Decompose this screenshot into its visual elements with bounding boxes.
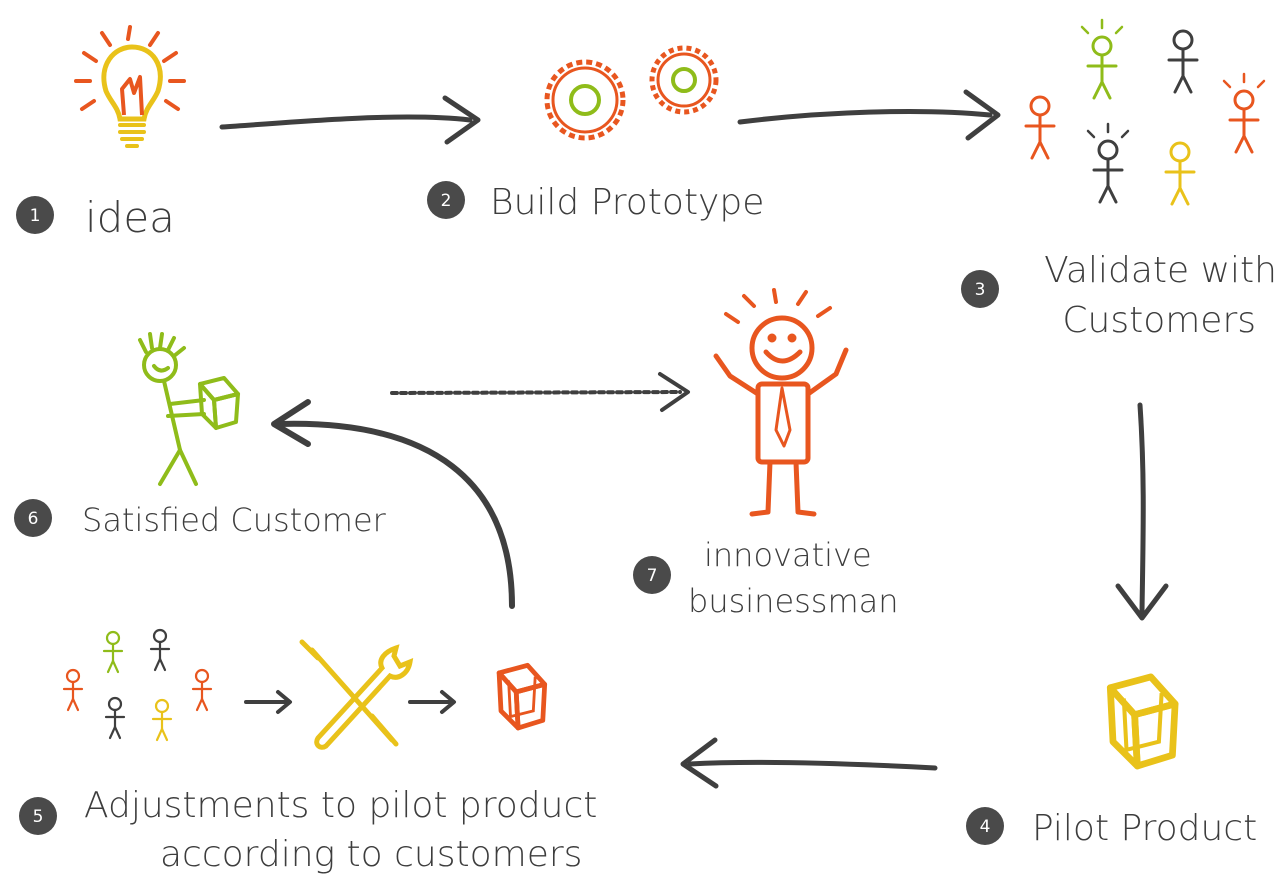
step-badge-6: 6 bbox=[14, 499, 52, 537]
dotted-arrow-6-to-7 bbox=[390, 372, 690, 412]
arrow-1-to-2 bbox=[219, 95, 481, 145]
step-label-pilot-product: Pilot Product bbox=[1032, 808, 1257, 849]
customers-group-icon bbox=[1024, 18, 1266, 206]
step-label-satisfied-customer: Satisfied Customer bbox=[82, 501, 387, 539]
cube-icon bbox=[1110, 677, 1175, 766]
svg-text:3: 3 bbox=[975, 280, 986, 300]
svg-text:1: 1 bbox=[30, 206, 41, 226]
tools-icon bbox=[299, 639, 414, 750]
svg-text:6: 6 bbox=[28, 509, 39, 529]
step-label-validate-line1: Validate with bbox=[1044, 250, 1277, 291]
arrow-4-to-5 bbox=[680, 737, 938, 789]
step-badge-4: 4 bbox=[966, 807, 1004, 845]
step-badge-3: 3 bbox=[961, 270, 999, 308]
svg-text:7: 7 bbox=[647, 566, 658, 586]
arrow-3-to-4 bbox=[1115, 402, 1169, 621]
arrow-2-to-3 bbox=[737, 89, 1001, 141]
step-label-adjustments-line2: according to customers bbox=[160, 834, 582, 875]
businessman-icon bbox=[713, 288, 849, 517]
step-badge-5: 5 bbox=[19, 797, 57, 835]
step-label-build-prototype: Build Prototype bbox=[490, 182, 764, 223]
svg-text:5: 5 bbox=[33, 807, 44, 827]
step-label-idea: idea bbox=[85, 193, 175, 242]
lightbulb-icon bbox=[74, 25, 186, 148]
small-arrow-icon bbox=[244, 690, 456, 714]
step-badge-7: 7 bbox=[633, 556, 671, 594]
step-badge-2: 2 bbox=[427, 181, 465, 219]
small-customers-group-icon bbox=[62, 628, 213, 742]
step-label-innovative-line1: innovative bbox=[704, 536, 872, 574]
arrow-5-to-6 bbox=[271, 399, 515, 609]
small-cube-icon bbox=[499, 665, 545, 728]
step-label-adjustments-line1: Adjustments to pilot product bbox=[84, 785, 597, 826]
svg-text:4: 4 bbox=[980, 817, 991, 837]
satisfied-customer-icon bbox=[138, 332, 240, 486]
step-badge-1: 1 bbox=[16, 196, 54, 234]
svg-text:2: 2 bbox=[441, 191, 452, 211]
step-label-validate-line2: Customers bbox=[1062, 300, 1256, 341]
step-label-innovative-line2: businessman bbox=[688, 582, 899, 620]
gears-icon bbox=[544, 45, 719, 141]
